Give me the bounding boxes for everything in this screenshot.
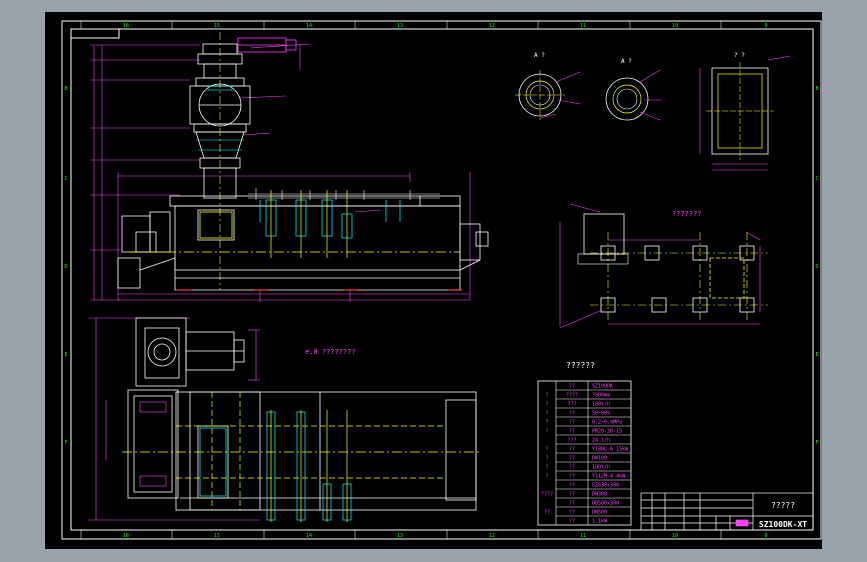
spec-row-value: DN500 [592, 509, 607, 515]
spec-row-value: DN300 [592, 491, 607, 497]
zone-number-top: 14 [306, 23, 312, 29]
zone-number-top: 9 [764, 23, 767, 29]
spec-row-key: ?? [569, 446, 575, 452]
zone-letter-right: E [815, 352, 818, 358]
plan-view [88, 317, 480, 522]
view-c-label: ? ? [734, 52, 745, 59]
drawing-background [45, 12, 822, 549]
zone-number-top: 16 [123, 23, 129, 29]
spec-row-value: 100t/h [592, 401, 610, 407]
spec-table-heading: ?????? [566, 361, 595, 370]
spec-row-group: ?? [544, 509, 550, 515]
outer-frame [61, 20, 822, 540]
spec-row-value: Y112M-4 4kW [592, 473, 626, 479]
spec-row-key: ???? [566, 392, 578, 398]
spec-row-group: ? [545, 446, 548, 452]
zone-letter-right: D [815, 264, 818, 270]
zone-number-bottom: 12 [489, 533, 495, 539]
zone-number-bottom: 11 [580, 533, 586, 539]
spec-row-group: ? [545, 428, 548, 434]
spec-row-value: PR20-30-15 [592, 428, 622, 434]
spec-row-group: ? [545, 464, 548, 470]
view-a-label: A ? [534, 52, 545, 59]
zone-number-bottom: 14 [306, 533, 312, 539]
zone-number-top: 12 [489, 23, 495, 29]
spec-row-key: ?? [569, 509, 575, 515]
spec-row-group: ???? [541, 491, 553, 497]
drawing-number: SZ100DK-XT [759, 520, 807, 529]
zone-number-bottom: 13 [397, 533, 403, 539]
spec-row-key: ?? [569, 428, 575, 434]
foundation-heading: ??????? [672, 210, 702, 218]
front-elevation-view [90, 32, 489, 302]
spec-row-key: ?? [569, 473, 575, 479]
spec-row-value: ?800mm [592, 392, 610, 398]
zone-letter-right: B [815, 86, 818, 92]
plan-view-note: e.0 ???????? [305, 348, 356, 356]
spec-row-value: 0.2~0.4MPa [592, 419, 622, 425]
hopper-section-view [699, 55, 791, 171]
spec-row-key: ?? [569, 482, 575, 488]
flange-view-2 [605, 69, 662, 121]
zone-number-bottom: 16 [123, 533, 129, 539]
spec-row-key: ?? [569, 491, 575, 497]
zone-letter-left: E [64, 352, 67, 358]
foundation-plan [559, 203, 768, 329]
spec-table-rows: ??SZ100DK??????800mm????100t/h???50~90%?… [541, 383, 631, 524]
view-b-label: A ? [621, 58, 632, 65]
zone-number-top: 11 [580, 23, 586, 29]
spec-row-group: ? [545, 401, 548, 407]
inner-frame [70, 28, 814, 531]
spec-row-value: Y180L-6 15kW [592, 446, 629, 452]
zone-number-top: 10 [672, 23, 678, 29]
spec-row-key: ?? [569, 455, 575, 461]
spec-row-key: ?? [569, 410, 575, 416]
zone-number-bottom: 9 [764, 533, 767, 539]
spec-row-key: ?? [569, 464, 575, 470]
spec-row-group: ? [545, 419, 548, 425]
zone-letter-left: C [64, 176, 67, 182]
zone-letters-left: B C D E F [64, 86, 67, 446]
spec-row-group: ? [545, 392, 548, 398]
spec-row-group: ? [545, 473, 548, 479]
zone-letter-left: F [64, 440, 67, 446]
zone-letter-left: D [64, 264, 67, 270]
spec-row-key: ??? [567, 437, 576, 443]
zone-numbers-bottom: 16 15 14 13 12 11 10 9 [80, 530, 768, 539]
spec-row-value: 50~90% [592, 410, 610, 416]
spec-row-key: ?? [569, 518, 575, 524]
zone-letters-right: B C D E F [815, 86, 818, 446]
spec-row-key: ?? [569, 383, 575, 389]
title-block-title: ????? [771, 501, 795, 510]
zone-number-bottom: 10 [672, 533, 678, 539]
zone-letter-left: B [64, 86, 67, 92]
corner-tab [71, 29, 120, 39]
zone-numbers-top: 16 15 14 13 12 11 10 9 [80, 21, 768, 29]
spec-row-value: CZ630x300 [592, 482, 619, 488]
flange-view-1 [515, 70, 581, 120]
spec-row-group: ? [545, 410, 548, 416]
title-block [640, 492, 814, 531]
spec-row-key: ??? [567, 401, 576, 407]
spec-row-value: 24 t/h [592, 437, 610, 443]
spec-row-key: ?? [569, 500, 575, 506]
spec-row-group: ? [545, 455, 548, 461]
spec-row-value: DN100 [592, 455, 607, 461]
zone-number-top: 15 [214, 23, 220, 29]
spec-row-value: DB500x300 [592, 500, 619, 506]
spec-table: ??SZ100DK??????800mm????100t/h???50~90%?… [537, 380, 632, 526]
spec-row-value: 100t/h [592, 464, 610, 470]
zone-letter-right: C [815, 176, 818, 182]
zone-letter-right: F [815, 440, 818, 446]
zone-number-top: 13 [397, 23, 403, 29]
spec-row-key: ?? [569, 419, 575, 425]
spec-row-value: SZ100DK [592, 383, 613, 389]
spec-row-value: 1.1kW [592, 518, 608, 524]
zone-number-bottom: 15 [214, 533, 220, 539]
